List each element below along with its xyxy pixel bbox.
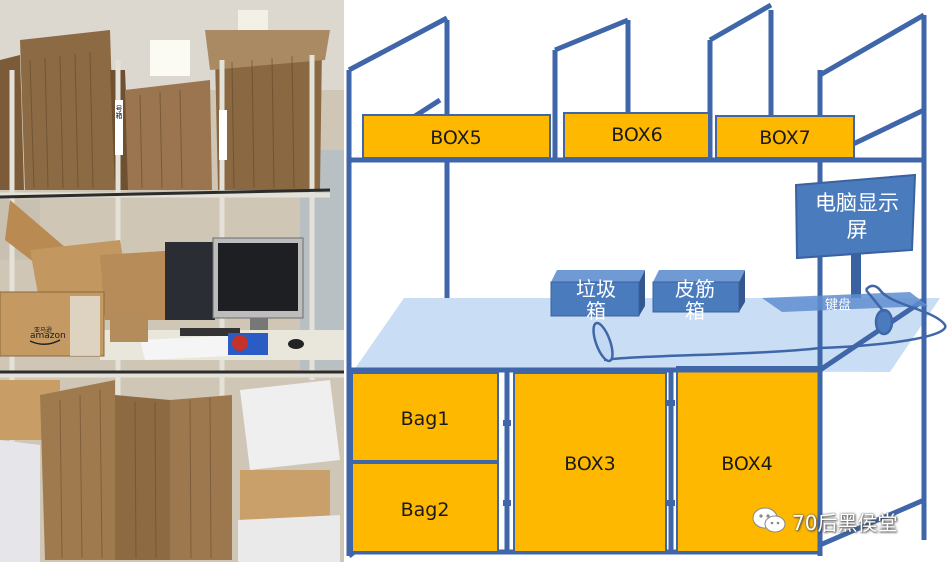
compartment-box4: BOX4 bbox=[676, 366, 821, 553]
svg-text:键盘: 键盘 bbox=[825, 297, 851, 313]
wechat-icon bbox=[752, 507, 786, 533]
rubber-band-box-widget: 皮筋 箱 bbox=[652, 270, 745, 323]
watermark: 70后黑侯堂 bbox=[752, 506, 897, 536]
warehouse-photo: 号箱 amazon 亚马逊 bbox=[0, 0, 344, 562]
desk-surface bbox=[354, 298, 940, 372]
svg-text:皮筋: 皮筋 bbox=[675, 277, 715, 301]
shelf-box-box7: BOX7 bbox=[715, 115, 855, 159]
monitor-widget: 电脑显示 屏 bbox=[794, 173, 917, 298]
monitor-label-2: 屏 bbox=[847, 218, 868, 242]
compartment-box3: BOX3 bbox=[513, 372, 667, 553]
shelf-box-box5: BOX5 bbox=[362, 114, 551, 159]
svg-text:BOX5: BOX5 bbox=[430, 127, 482, 149]
shelf-box-box6: BOX6 bbox=[563, 112, 710, 159]
post-tag: 号箱 bbox=[115, 105, 123, 120]
svg-text:BOX3: BOX3 bbox=[564, 453, 616, 475]
photo-monitor bbox=[165, 237, 304, 336]
trash-bin-widget: 垃圾 箱 bbox=[550, 270, 645, 323]
carton-brand: amazon bbox=[30, 331, 66, 341]
svg-text:垃圾: 垃圾 bbox=[576, 277, 616, 301]
scanner-cable bbox=[592, 284, 947, 363]
compartment-bag1: Bag1 bbox=[351, 372, 499, 462]
svg-text:BOX4: BOX4 bbox=[721, 453, 773, 475]
svg-text:BOX7: BOX7 bbox=[759, 127, 811, 149]
svg-text:Bag1: Bag1 bbox=[401, 408, 450, 430]
svg-text:箱: 箱 bbox=[685, 299, 705, 323]
cardboard-stack-bottom bbox=[0, 380, 232, 562]
watermark-text: 70后黑侯堂 bbox=[792, 510, 898, 535]
carton-brand-sub: 亚马逊 bbox=[34, 326, 52, 334]
svg-text:Bag2: Bag2 bbox=[401, 499, 450, 521]
svg-text:箱: 箱 bbox=[586, 299, 606, 323]
svg-text:BOX6: BOX6 bbox=[611, 124, 663, 146]
cardboard-stack-top bbox=[0, 30, 330, 190]
compartment-bag2: Bag2 bbox=[351, 462, 499, 553]
monitor-label-1: 电脑显示 bbox=[815, 191, 899, 215]
amazon-carton: amazon 亚马逊 bbox=[0, 291, 105, 357]
